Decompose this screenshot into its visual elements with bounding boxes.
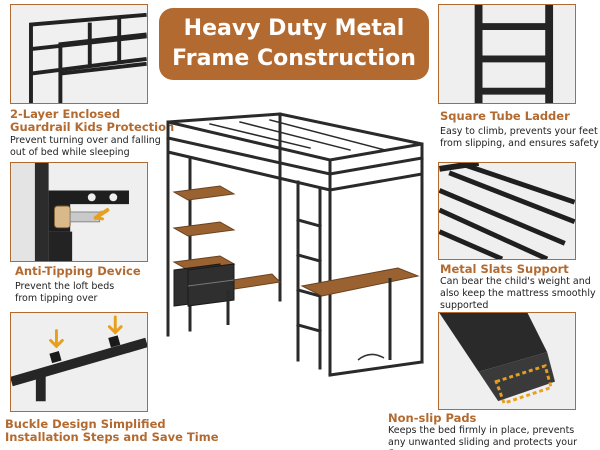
ladder-illustration (439, 5, 575, 103)
slats-desc-line-3: supported (440, 300, 489, 311)
loft-bed-image (160, 110, 440, 385)
guardrail-desc: Prevent turning over and falling out of … (10, 135, 161, 159)
guardrail-title-line-1: 2-Layer Enclosed (10, 107, 121, 121)
buckle-photo (10, 312, 148, 412)
ladder-desc: Easy to climb, prevents your feet from s… (440, 126, 599, 150)
pads-desc-line-1: Keeps the bed firmly in place, prevents (388, 425, 575, 436)
ladder-title: Square Tube Ladder (440, 109, 570, 123)
guardrail-photo (10, 4, 148, 104)
anti-tipping-photo (10, 162, 148, 262)
ladder-desc-line-1: Easy to climb, prevents your feet (440, 126, 598, 137)
buckle-illustration (11, 313, 147, 411)
guardrail-illustration (11, 5, 147, 103)
anti-tipping-desc-line-2: from tipping over (15, 293, 98, 304)
slats-photo (438, 162, 576, 260)
pads-desc: Keeps the bed firmly in place, prevents … (388, 425, 600, 450)
ladder-desc-line-2: from slipping, and ensures safety (440, 138, 599, 149)
anti-tipping-desc-line-1: Prevent the loft beds (15, 281, 115, 292)
loft-bed-illustration (166, 112, 424, 377)
anti-tipping-desc: Prevent the loft beds from tipping over (15, 281, 114, 305)
guardrail-desc-line-2: out of bed while sleeping (10, 147, 130, 158)
slats-desc-line-2: also keep the mattress smoothly (440, 288, 596, 299)
pads-title: Non-slip Pads (388, 411, 477, 425)
anti-tipping-title: Anti-Tipping Device (15, 264, 141, 278)
pads-illustration (439, 313, 575, 409)
slats-illustration (439, 163, 575, 259)
headline-banner: Heavy Duty Metal Frame Construction (159, 8, 429, 80)
ladder-photo (438, 4, 576, 104)
buckle-title-line-2: Installation Steps and Save Time (5, 430, 219, 444)
buckle-title: Buckle Design Simplified Installation St… (5, 418, 219, 444)
guardrail-title: 2-Layer Enclosed Guardrail Kids Protecti… (10, 108, 174, 134)
guardrail-desc-line-1: Prevent turning over and falling (10, 135, 161, 146)
pads-photo (438, 312, 576, 410)
slats-title: Metal Slats Support (440, 262, 569, 276)
guardrail-title-line-2: Guardrail Kids Protection (10, 120, 175, 134)
slats-desc: Can bear the child's weight and also kee… (440, 276, 596, 312)
buckle-title-line-1: Buckle Design Simplified (5, 417, 166, 431)
headline-line-2: Frame Construction (172, 46, 416, 71)
anti-tipping-illustration (11, 163, 147, 261)
slats-desc-line-1: Can bear the child's weight and (440, 276, 591, 287)
headline-line-1: Heavy Duty Metal (183, 16, 405, 41)
pads-desc-line-2: any unwanted sliding and protects your f… (388, 437, 578, 450)
